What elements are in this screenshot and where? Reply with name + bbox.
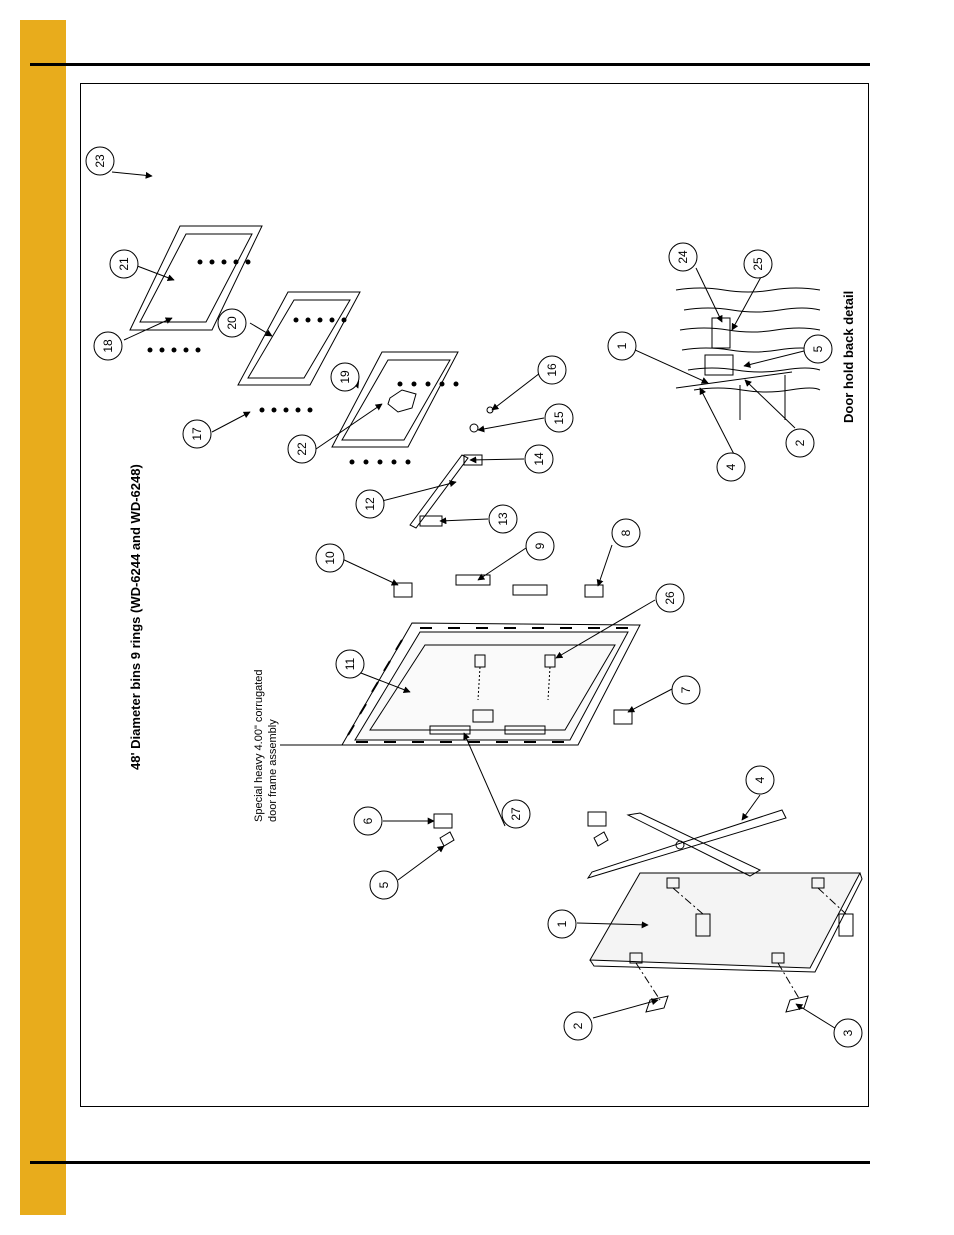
bottom-rule (30, 1161, 870, 1164)
door-frame-drawing (280, 622, 641, 746)
callout-number: 7 (679, 686, 693, 693)
callout-number: 20 (225, 316, 239, 330)
callout-26 (655, 583, 685, 613)
sidebar-accent-bar (20, 20, 66, 1215)
callout-20 (217, 308, 247, 338)
callout-12 (355, 489, 385, 519)
callout-number: 10 (323, 551, 337, 565)
detail-callout-number: 1 (615, 342, 629, 349)
callout-11 (335, 649, 365, 679)
detail-callout-2 (785, 428, 815, 458)
callout-10 (315, 543, 345, 573)
callout-number: 12 (363, 497, 377, 511)
callout-number: 11 (343, 657, 357, 670)
diagram-frame (80, 83, 869, 1107)
detail-callout-1 (607, 331, 637, 361)
callout-1 (547, 909, 577, 939)
callout-number: 25 (751, 257, 765, 271)
detail-callout-4 (716, 452, 746, 482)
callout-number: 3 (841, 1029, 855, 1036)
callout-2 (563, 1011, 593, 1041)
callout-number: 6 (361, 817, 375, 824)
callout-number: 13 (496, 512, 510, 526)
callout-number: 1 (555, 920, 569, 927)
callout-number: 4 (753, 776, 767, 783)
callout-number: 15 (552, 411, 566, 425)
diagram-title: 48' Diameter bins 9 rings (WD-6244 and W… (128, 464, 143, 770)
door-panel-drawing (589, 872, 863, 1001)
callout-15 (544, 403, 574, 433)
callout-number: 23 (93, 154, 107, 168)
callout-number: 14 (532, 452, 546, 466)
callout-24 (668, 242, 698, 272)
callout-number: 21 (117, 257, 131, 271)
detail-callout-number: 5 (811, 345, 825, 352)
callout-19 (330, 362, 360, 392)
callout-3 (833, 1018, 863, 1048)
callout-13 (488, 504, 518, 534)
top-rule (30, 63, 870, 66)
callout-number: 27 (509, 807, 523, 821)
callout-17 (182, 419, 212, 449)
detail-callout-5 (803, 334, 833, 364)
callout-number: 19 (338, 370, 352, 384)
callout-25 (743, 249, 773, 279)
callout-18 (93, 331, 123, 361)
callout-number: 24 (676, 250, 690, 264)
callout-leaders (111, 171, 839, 1031)
callout-number: 26 (663, 591, 677, 605)
callout-4 (745, 765, 775, 795)
detail-callout-number: 4 (724, 463, 738, 470)
frame-note-line2: door frame assembly (267, 719, 279, 822)
callout-number: 16 (545, 363, 559, 377)
callout-21 (109, 249, 139, 279)
cross-brace-drawing (586, 809, 787, 879)
callout-22 (287, 434, 317, 464)
callout-5 (369, 870, 399, 900)
fastener-rows-drawing (147, 259, 459, 465)
detail-callout-number: 2 (793, 439, 807, 446)
callout-14 (524, 444, 554, 474)
callout-9 (525, 531, 555, 561)
callout-number: 18 (101, 339, 115, 353)
callout-23 (85, 146, 115, 176)
callout-8 (611, 518, 641, 548)
callout-number: 8 (619, 529, 633, 536)
callout-number: 5 (377, 881, 391, 888)
callout-27 (501, 799, 531, 829)
callout-number: 22 (295, 442, 309, 456)
callout-6 (353, 806, 383, 836)
callout-markers (85, 146, 863, 1048)
frame-note-line1: Special heavy 4.00" corrugated (253, 669, 265, 822)
hold-back-detail-drawing (675, 287, 821, 420)
callout-16 (537, 355, 567, 385)
callout-number: 17 (190, 427, 204, 441)
callout-number: 9 (533, 542, 547, 549)
vent-panels-drawing (129, 225, 459, 448)
detail-caption: Door hold back detail (841, 291, 856, 423)
callout-number: 2 (571, 1022, 585, 1029)
callout-numbers: 1 2 3 4 5 6 7 8 9 10 11 12 13 14 15 16 1… (93, 154, 855, 1036)
callout-7 (671, 675, 701, 705)
rail-assembly-drawing (409, 406, 494, 529)
